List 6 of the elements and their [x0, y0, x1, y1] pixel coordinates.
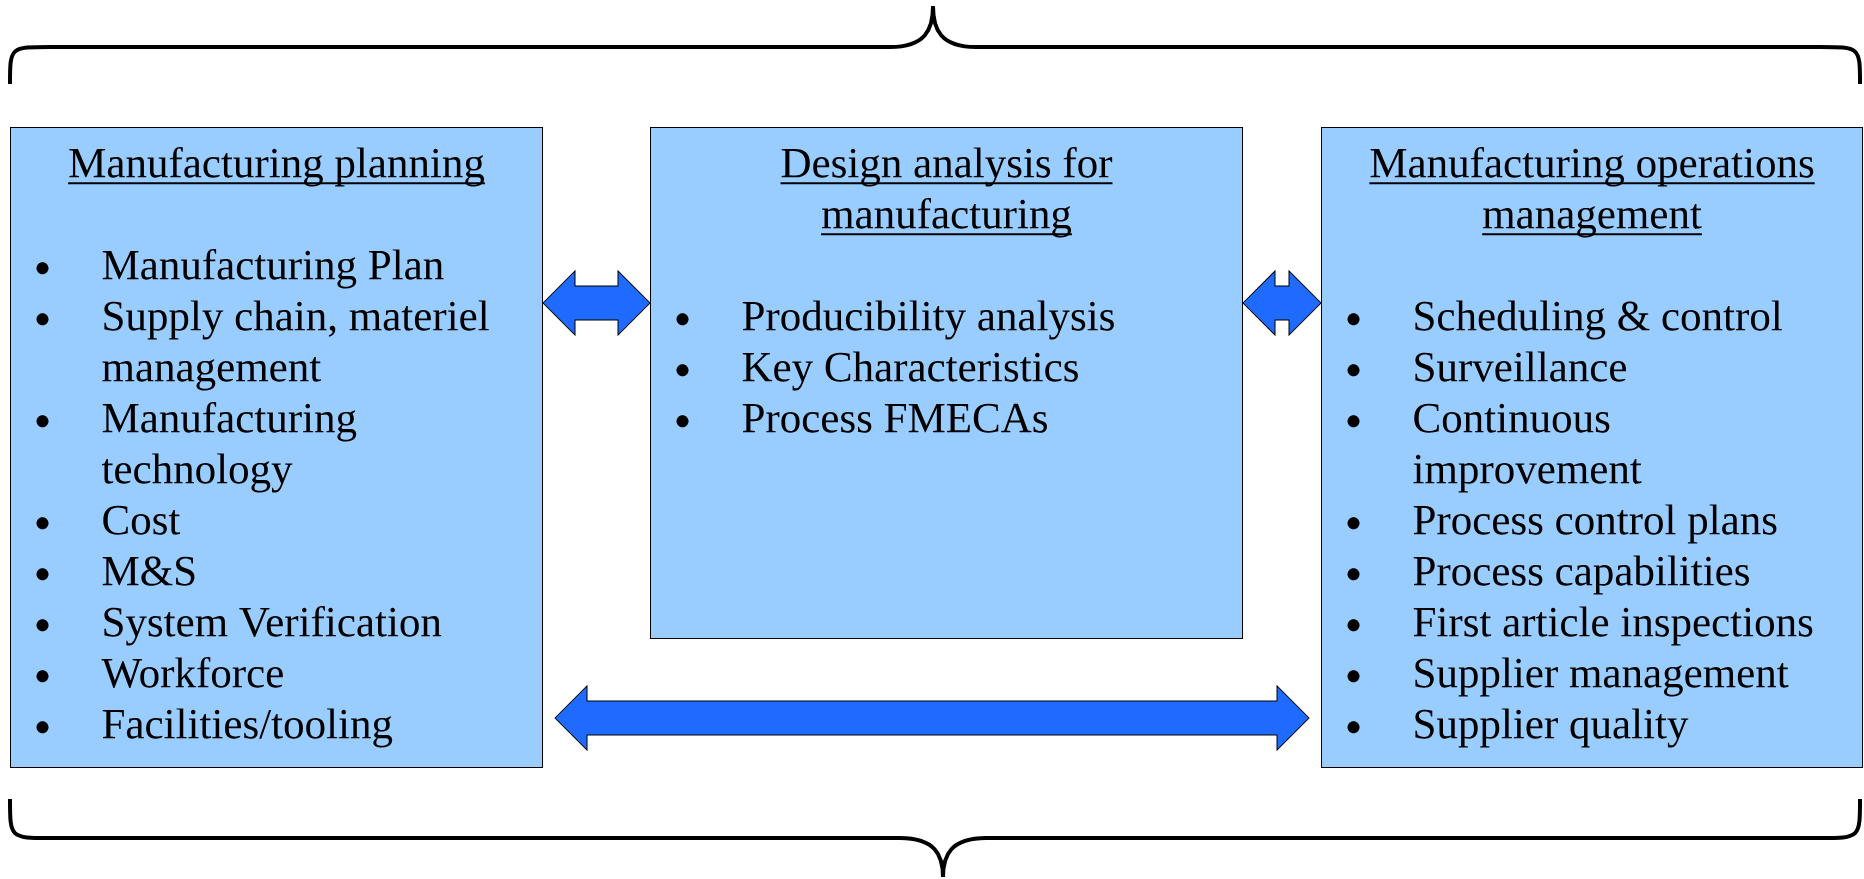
double-arrow — [554, 685, 1310, 751]
double-arrow — [1242, 270, 1322, 336]
list-box: Design analysis for manufacturing Producibility analysis Key Characteristics Process FMECAs — [650, 127, 1243, 639]
double-arrow — [542, 270, 651, 336]
list-box: Manufacturing planning Manufacturing Plan Supply chain, materiel management Manufacturing technology Cost M&S System Verification Workforce Facilities/tooling — [10, 127, 543, 768]
list-box: Manufacturing operations management Scheduling & control Surveillance Continuous improvement Process control plans Process capabilities First article inspections Supplier management Supplier quality — [1321, 127, 1863, 768]
